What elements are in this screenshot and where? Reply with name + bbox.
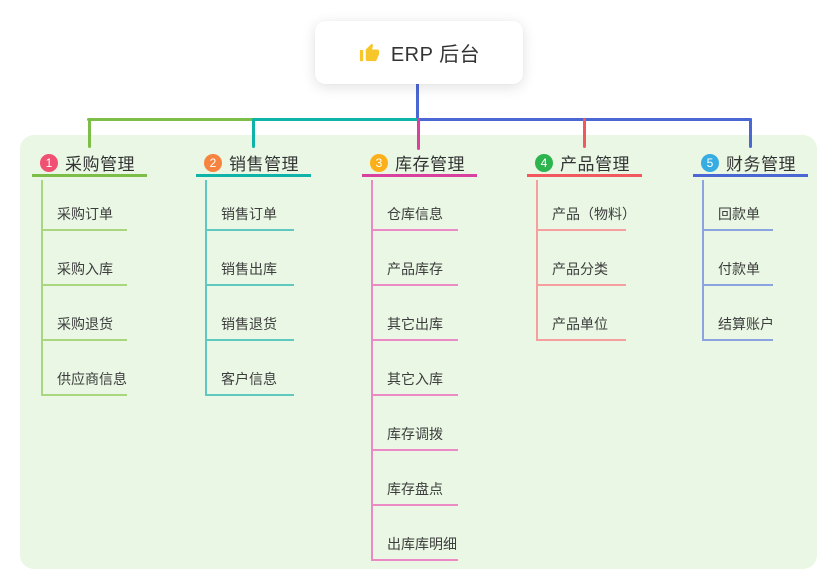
- branch-purchase: 1 采购管理 采购订单采购入库采购退货供应商信息: [32, 0, 147, 588]
- root-node[interactable]: ERP 后台: [315, 21, 523, 84]
- top-bar-left-green: [87, 118, 254, 121]
- branch-badge: 4: [535, 153, 553, 172]
- branch-trunk-line: [702, 180, 704, 341]
- child-item[interactable]: 销售退货: [205, 313, 294, 341]
- top-bar-left-teal: [252, 118, 419, 121]
- root-title: ERP 后台: [390, 44, 481, 66]
- branch-badge: 2: [204, 153, 222, 172]
- branch-trunk-line: [41, 180, 43, 396]
- branch-label: 库存管理: [395, 155, 465, 174]
- branch-title[interactable]: 4 产品管理: [527, 151, 642, 177]
- child-item[interactable]: 付款单: [702, 258, 773, 286]
- child-item[interactable]: 库存盘点: [371, 478, 458, 506]
- branch-label: 产品管理: [560, 155, 630, 174]
- child-item[interactable]: 库存调拨: [371, 423, 458, 451]
- child-item[interactable]: 采购入库: [41, 258, 127, 286]
- branch-4-drop-line: [583, 118, 586, 148]
- child-item[interactable]: 仓库信息: [371, 203, 458, 231]
- child-item[interactable]: 产品分类: [536, 258, 626, 286]
- child-item[interactable]: 供应商信息: [41, 368, 127, 396]
- child-item[interactable]: 产品单位: [536, 313, 626, 341]
- branch-finance: 5 财务管理 回款单付款单结算账户: [693, 0, 808, 588]
- child-item[interactable]: 采购订单: [41, 203, 127, 231]
- child-item[interactable]: 采购退货: [41, 313, 127, 341]
- branch-label: 销售管理: [229, 155, 299, 174]
- child-item[interactable]: 产品库存: [371, 258, 458, 286]
- child-item[interactable]: 其它出库: [371, 313, 458, 341]
- branch-badge: 3: [370, 153, 388, 172]
- child-item[interactable]: 结算账户: [702, 313, 774, 341]
- branch-trunk-line: [371, 180, 373, 561]
- child-item[interactable]: 出库库明细: [371, 533, 458, 561]
- thumbs-up-icon: [358, 41, 381, 64]
- branch-5-drop-line: [749, 118, 752, 148]
- branch-trunk-line: [536, 180, 538, 341]
- child-item[interactable]: 销售订单: [205, 203, 294, 231]
- branch-title[interactable]: 1 采购管理: [32, 151, 147, 177]
- branch-badge: 1: [40, 153, 58, 172]
- branch-label: 采购管理: [65, 155, 135, 174]
- branch-badge: 5: [701, 153, 719, 172]
- branch-trunk-line: [205, 180, 207, 396]
- branch-2-drop-line: [252, 118, 255, 148]
- branch-3-drop-line: [417, 118, 420, 150]
- branch-title[interactable]: 5 财务管理: [693, 151, 808, 177]
- branch-label: 财务管理: [726, 155, 796, 174]
- branch-title[interactable]: 3 库存管理: [362, 151, 477, 177]
- child-item[interactable]: 销售出库: [205, 258, 294, 286]
- branch-title[interactable]: 2 销售管理: [196, 151, 311, 177]
- child-item[interactable]: 客户信息: [205, 368, 294, 396]
- branch-sales: 2 销售管理 销售订单销售出库销售退货客户信息: [196, 0, 311, 588]
- root-connector-line: [416, 83, 419, 121]
- child-item[interactable]: 产品（物料）: [536, 203, 636, 231]
- content-panel: [20, 135, 817, 569]
- branch-inventory: 3 库存管理 仓库信息产品库存其它出库其它入库库存调拨库存盘点出库库明细: [362, 0, 477, 588]
- branch-1-drop-line: [88, 118, 91, 148]
- child-item[interactable]: 其它入库: [371, 368, 458, 396]
- child-item[interactable]: 回款单: [702, 203, 773, 231]
- branch-product: 4 产品管理 产品（物料） 产品分类产品单位: [527, 0, 642, 588]
